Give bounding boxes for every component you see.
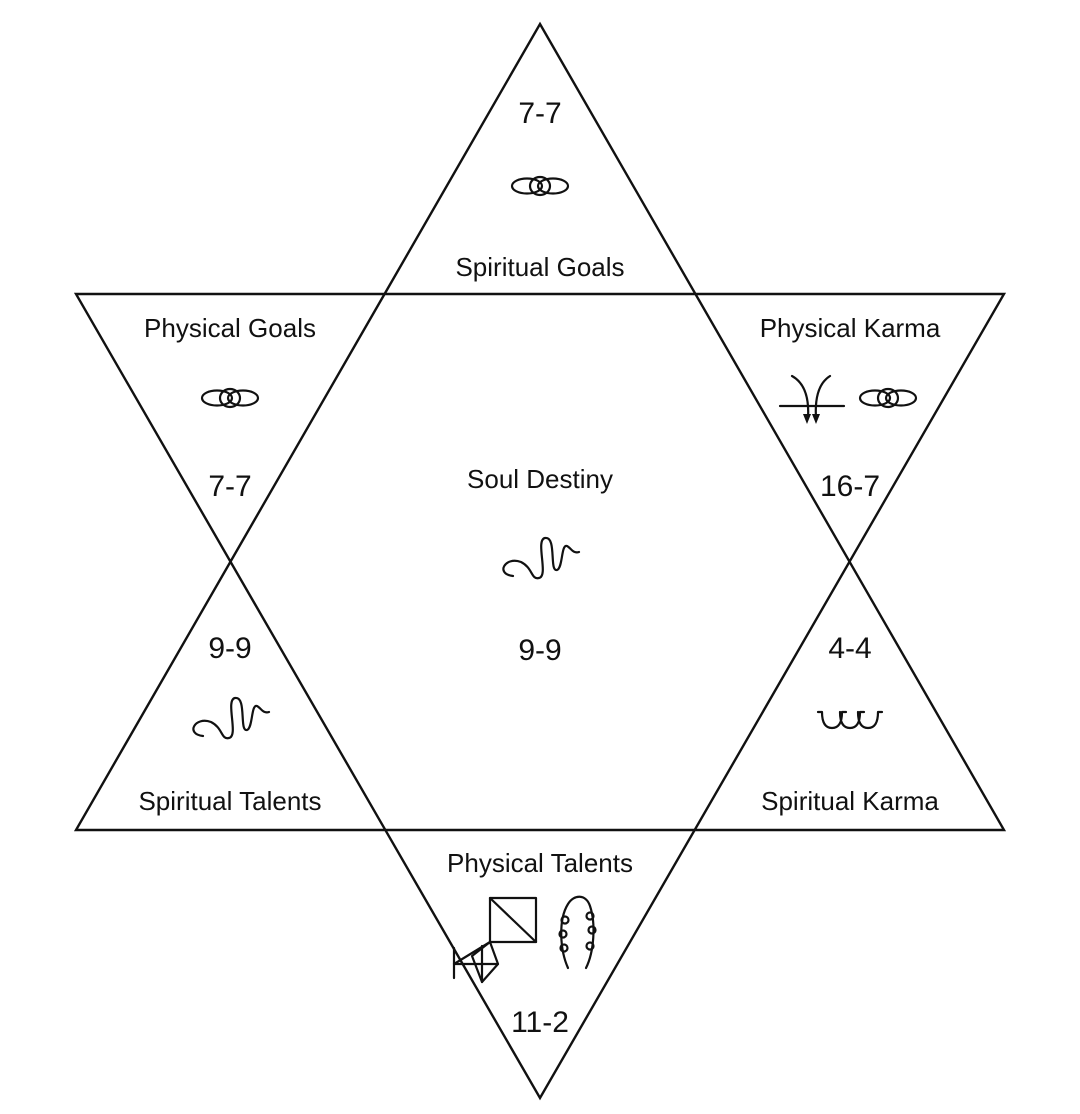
serpent-glyph-icon xyxy=(192,696,271,740)
top-point-label: Spiritual Goals xyxy=(455,252,624,282)
upper-right-point-label: Physical Karma xyxy=(760,313,941,343)
upper-left-point-label: Physical Goals xyxy=(144,313,316,343)
lower-left-point-label: Spiritual Talents xyxy=(138,786,321,816)
bottom-point-number: 11-2 xyxy=(511,1006,569,1039)
lower-right-point-number: 4-4 xyxy=(828,632,871,665)
chain-links-icon xyxy=(858,387,918,409)
center-label: Soul Destiny xyxy=(467,464,613,494)
serpent-glyph-icon xyxy=(502,536,581,580)
chain-links-icon xyxy=(510,175,570,197)
center-number: 9-9 xyxy=(518,634,561,667)
top-point-number: 7-7 xyxy=(518,97,561,130)
lower-right-point-label: Spiritual Karma xyxy=(761,786,939,816)
upward-triangle xyxy=(73,21,1007,832)
spiral-loops-icon xyxy=(558,895,597,970)
bottom-point-label: Physical Talents xyxy=(447,848,633,878)
upper-right-point-number: 16-7 xyxy=(820,470,880,503)
lower-left-point-number: 9-9 xyxy=(208,632,251,665)
chain-links-icon xyxy=(200,387,260,409)
upper-left-point-number: 7-7 xyxy=(208,470,251,503)
downward-triangle xyxy=(73,292,1007,1101)
wave-cups-icon xyxy=(816,710,884,730)
falling-arrows-icon xyxy=(778,374,846,426)
